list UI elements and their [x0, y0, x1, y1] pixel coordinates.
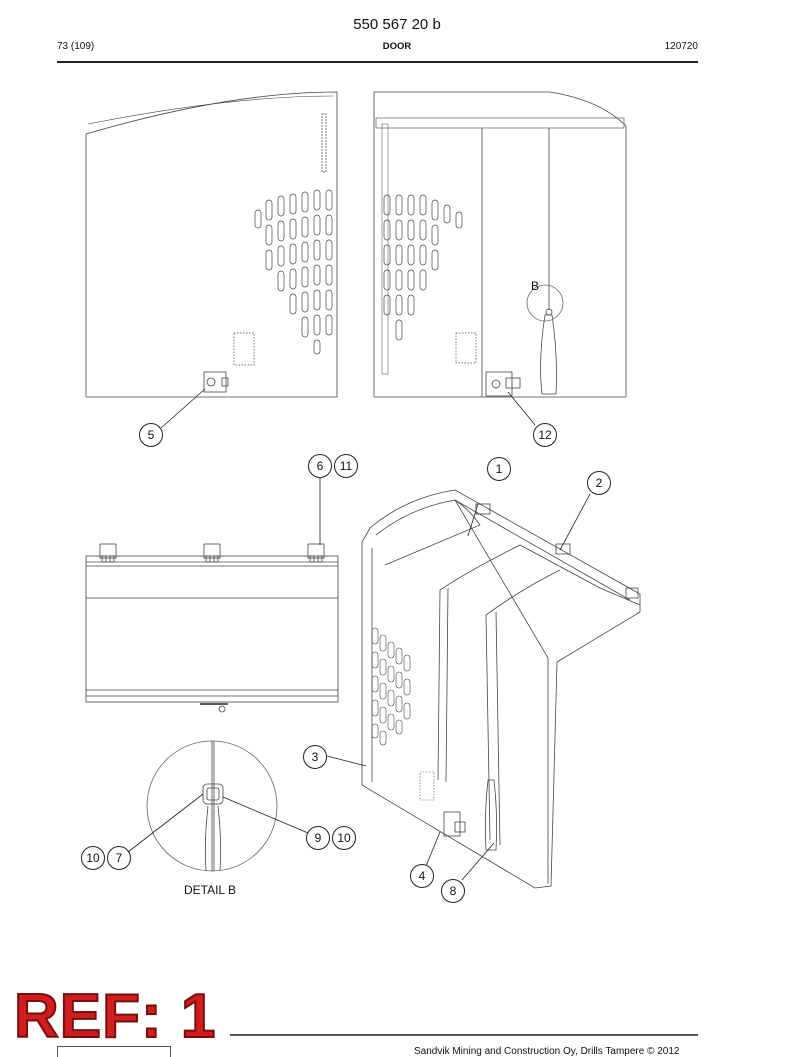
callout-6: 6 — [308, 454, 332, 478]
callout-3: 3 — [303, 745, 327, 769]
callout-4: 4 — [410, 864, 434, 888]
section-title: DOOR — [382, 41, 412, 52]
callout-2: 2 — [587, 471, 611, 495]
callout-12: 12 — [533, 423, 557, 447]
door-panel-outside-view — [85, 91, 338, 429]
date-code: 120720 — [664, 41, 698, 52]
footer-copyright: Sandvik Mining and Construction Oy, Dril… — [414, 1046, 680, 1057]
callout-10-left: 10 — [81, 846, 105, 870]
callout-9: 9 — [306, 826, 330, 850]
ref-stamp: REF: 1 — [13, 982, 217, 1051]
callout-1: 1 — [487, 457, 511, 481]
door-panel-inside-view — [373, 91, 627, 426]
callout-10-right: 10 — [332, 826, 356, 850]
callout-11: 11 — [334, 454, 358, 478]
page-count: 73 (109) — [57, 41, 95, 52]
detail-caption: DETAIL B — [183, 883, 236, 897]
callout-7: 7 — [107, 846, 131, 870]
door-panel-edge-view — [85, 476, 339, 713]
detail-marker-letter: B — [531, 279, 540, 293]
callout-8: 8 — [441, 879, 465, 903]
detail-b-view — [127, 740, 309, 872]
callout-5: 5 — [139, 423, 163, 447]
header-rule — [57, 61, 698, 63]
company-logo — [57, 1046, 171, 1057]
document-number: 550 567 20 b — [353, 16, 441, 33]
door-isometric-view — [326, 489, 641, 889]
